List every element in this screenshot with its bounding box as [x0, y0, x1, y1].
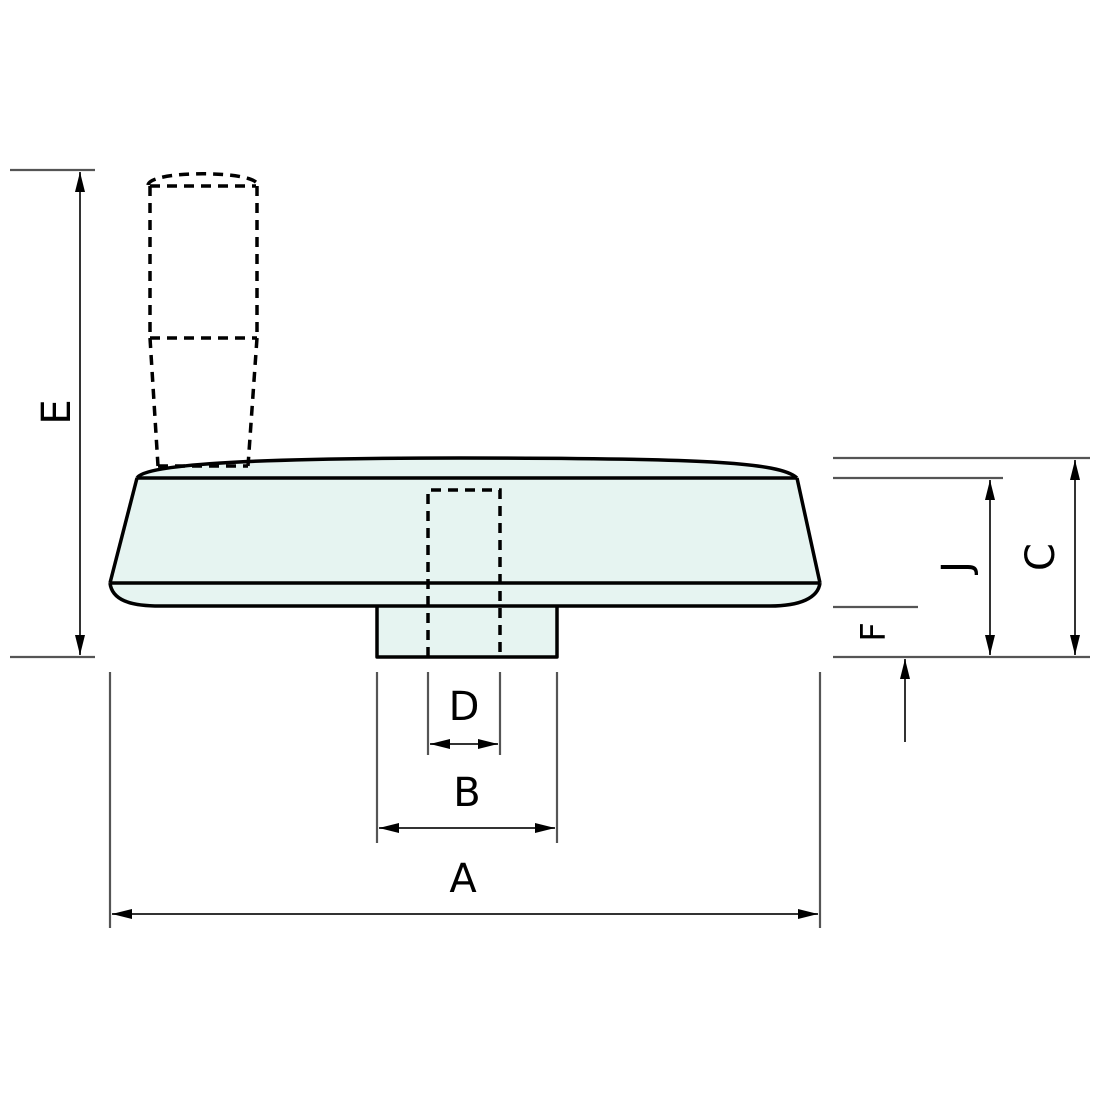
dimension-B: B	[375, 672, 559, 843]
label-A: A	[449, 856, 477, 902]
dimension-J: J	[934, 480, 995, 655]
label-B: B	[453, 770, 480, 816]
handle-right-lower	[246, 337, 259, 467]
wheel-crown-outline	[135, 456, 799, 480]
handwheel-body	[108, 456, 822, 608]
label-C: C	[1018, 543, 1064, 571]
wheel-right-side	[795, 477, 822, 584]
dimension-F: F	[854, 622, 910, 742]
handle-phantom	[146, 172, 260, 468]
hub	[375, 604, 559, 659]
dimension-C: C	[1018, 460, 1080, 655]
hub-fill	[377, 606, 557, 657]
label-J: J	[934, 561, 980, 576]
label-D: D	[449, 684, 480, 730]
dimension-A: A	[108, 672, 822, 928]
hub-outline	[375, 606, 559, 659]
dimension-E: E	[10, 168, 95, 659]
wheel-fill	[110, 458, 820, 607]
wheel-underside	[108, 582, 822, 608]
handle-left-lower	[148, 337, 160, 467]
dimension-D: D	[426, 672, 502, 755]
label-E: E	[34, 399, 80, 424]
wheel-left-side	[108, 477, 139, 584]
handle-cap	[146, 172, 260, 187]
label-F: F	[854, 622, 894, 642]
